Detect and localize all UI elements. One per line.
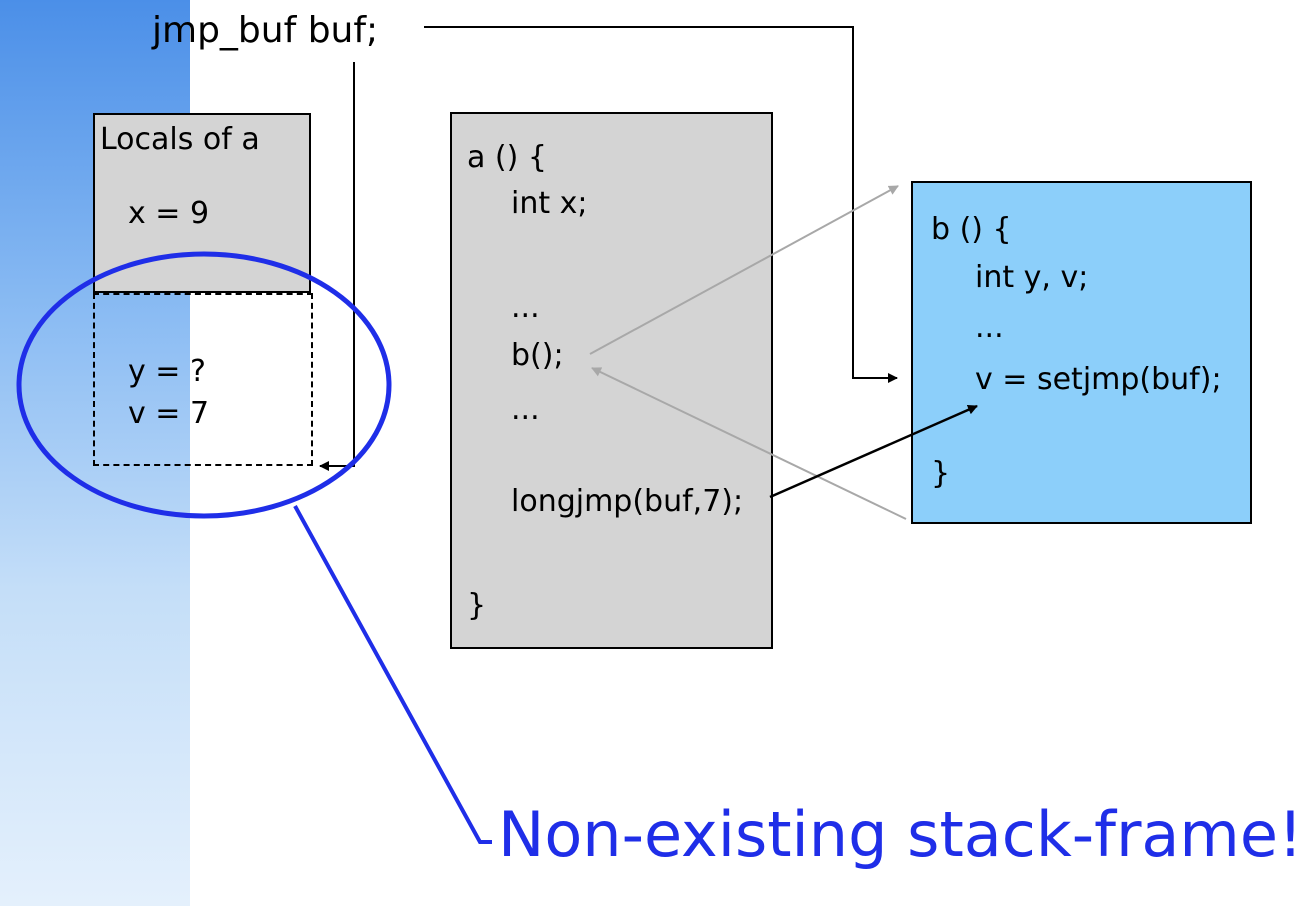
- buf-to-frame-arrow: [319, 62, 355, 471]
- func-b-line: }: [931, 456, 951, 491]
- func-a-line: longjmp(buf,7);: [511, 484, 744, 519]
- func-a-line: ...: [511, 290, 540, 325]
- function-a-box: [450, 112, 773, 649]
- non-existing-frame-callout: Non-existing stack-frame!: [498, 798, 1302, 871]
- func-a-line: ...: [511, 392, 540, 427]
- func-a-line: b();: [511, 338, 564, 373]
- call-b-arrow: [589, 185, 899, 355]
- function-b-box: [911, 181, 1252, 524]
- func-a-line: int x;: [511, 186, 588, 221]
- func-b-line: int y, v;: [975, 260, 1089, 295]
- func-b-line: v = setjmp(buf);: [975, 362, 1222, 397]
- return-from-b-arrow: [591, 367, 907, 520]
- locals-frame-title: Locals of a: [100, 122, 260, 157]
- longjmp-to-setjmp-arrow: [769, 404, 978, 499]
- frame-y-value: y = ?: [128, 354, 206, 389]
- func-a-line: a () {: [467, 140, 547, 175]
- jmp-buf-declaration: jmp_buf buf;: [152, 10, 379, 51]
- non-existing-frame-box: [93, 293, 313, 466]
- func-b-line: ...: [975, 310, 1004, 345]
- locals-x-value: x = 9: [128, 196, 210, 231]
- func-b-line: b () {: [931, 212, 1012, 247]
- buf-to-setjmp-arrow: [424, 26, 898, 383]
- callout-pointer-line: [293, 505, 492, 844]
- frame-v-value: v = 7: [128, 396, 210, 431]
- highlight-ellipse: [16, 251, 392, 519]
- func-a-line: }: [467, 588, 487, 623]
